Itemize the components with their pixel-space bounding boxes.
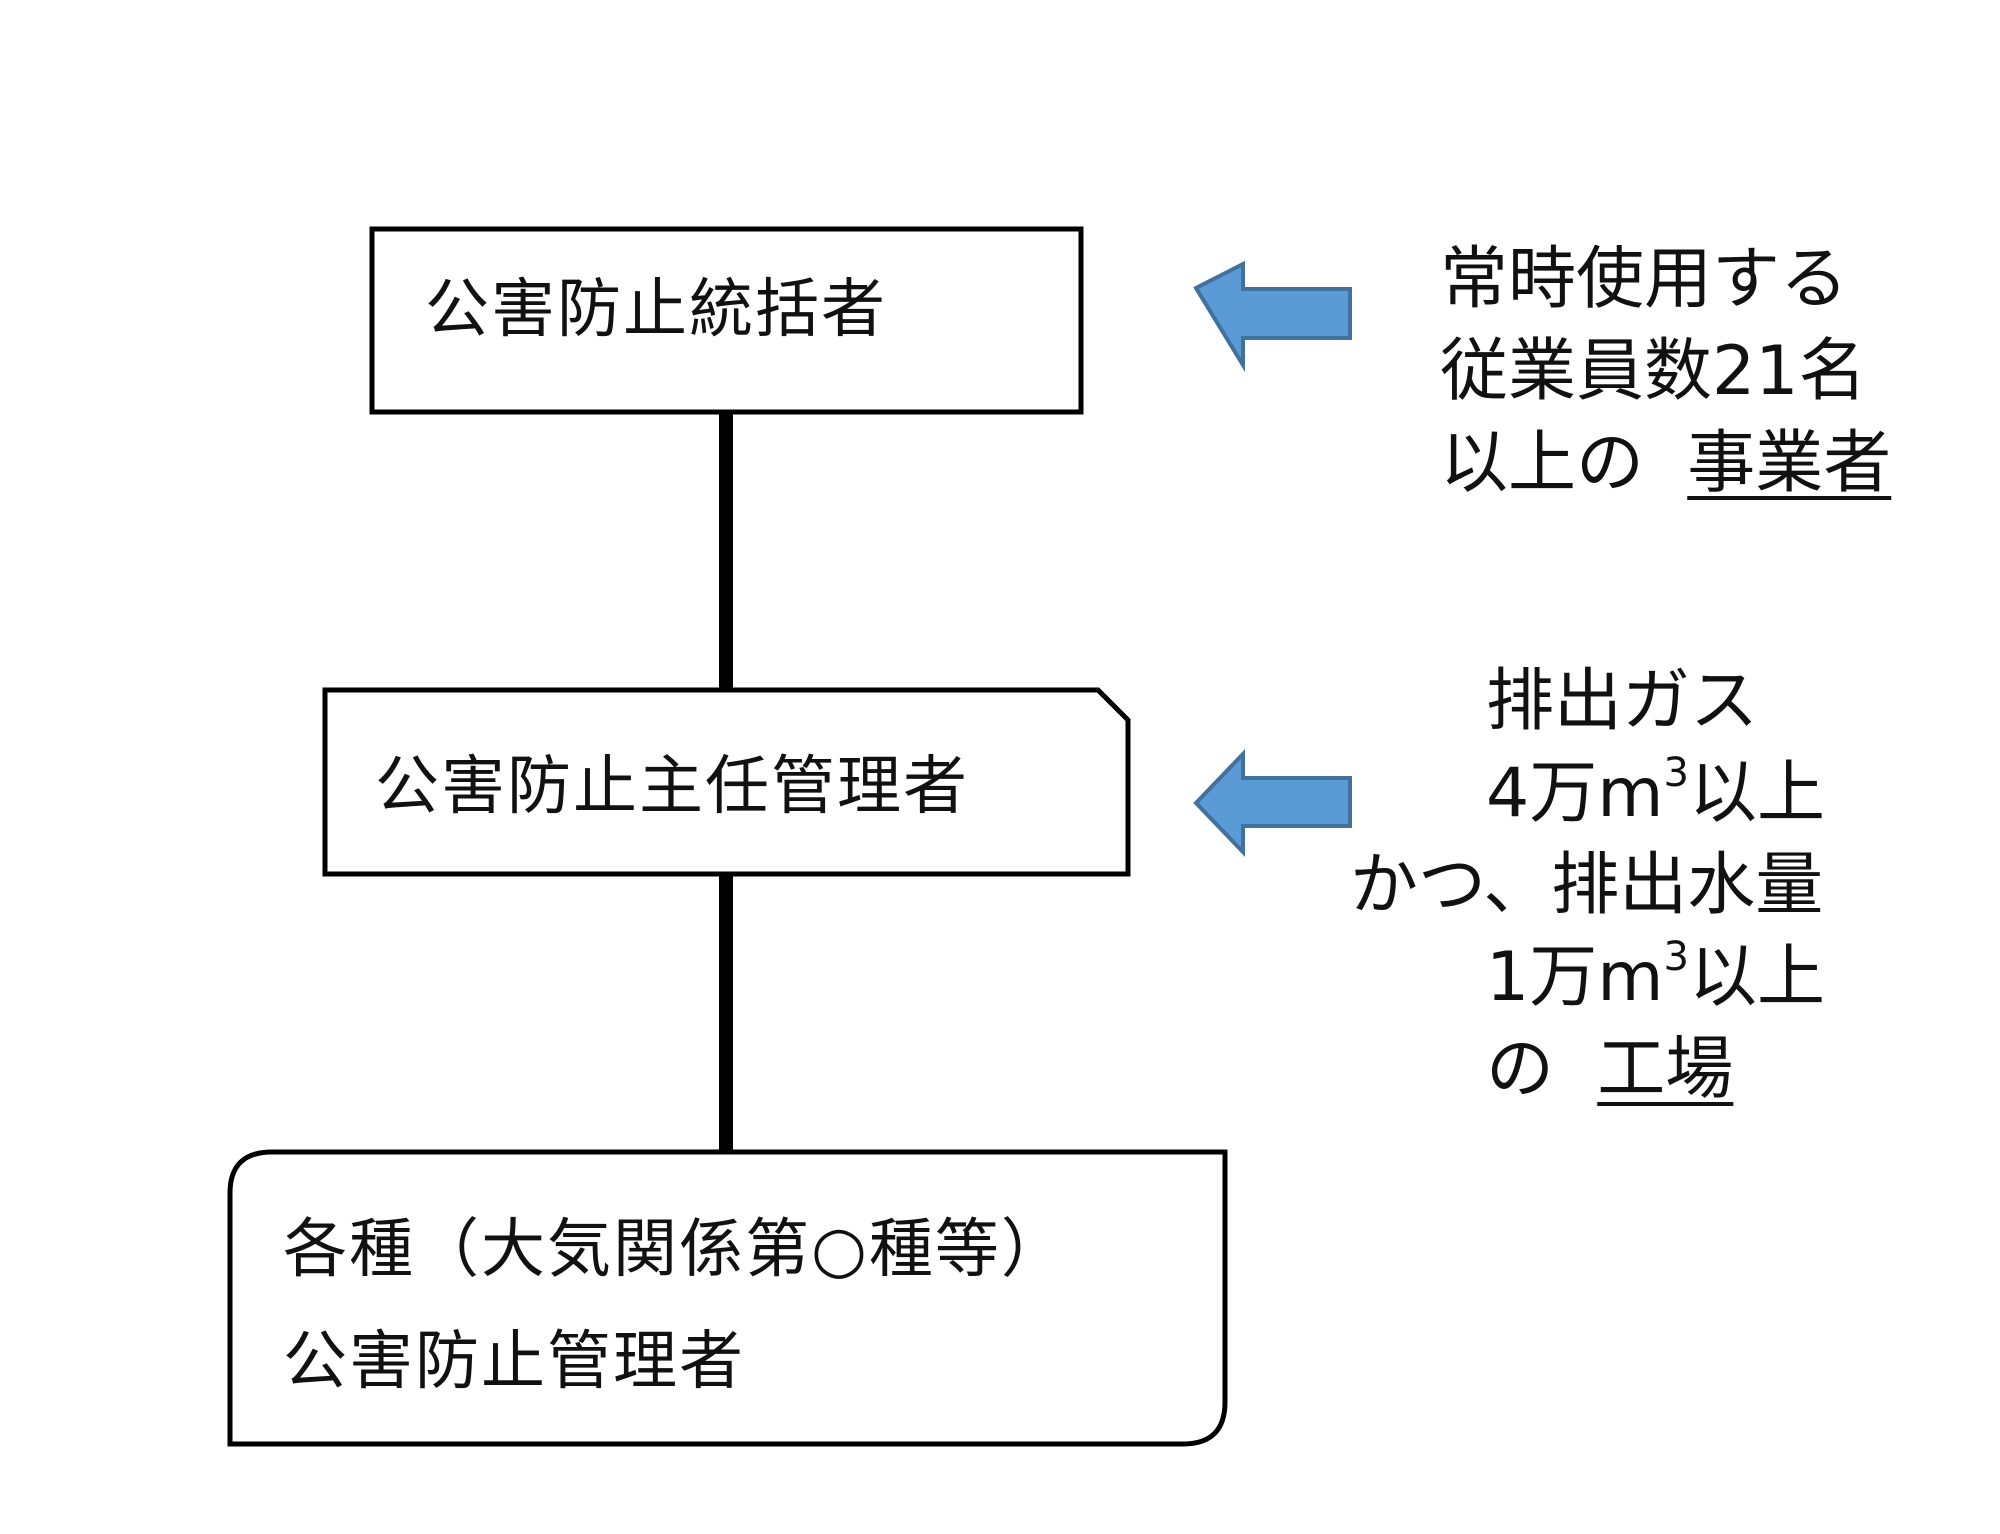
top-condition-emphasis: 事業者 [1687, 424, 1892, 503]
middle-condition-prefix: の [1486, 1030, 1555, 1109]
middle-condition-line2: 4万m3以上 [1350, 746, 1825, 838]
top-condition-text: 常時使用する 従業員数21名 以上の 事業者 [1440, 232, 1891, 508]
middle-condition-line4-a: 1万m [1486, 938, 1664, 1017]
middle-condition-line4-sup: 3 [1663, 934, 1689, 980]
middle-box [322, 687, 1131, 877]
left-arrow-icon [1193, 749, 1352, 857]
middle-condition-line2-a: 4万m [1486, 754, 1664, 833]
middle-condition-line4-b: 以上 [1688, 938, 1825, 1017]
middle-condition-emphasis: 工場 [1597, 1030, 1734, 1109]
bottom-box-label-line2: 公害防止管理者 [283, 1325, 745, 1399]
bottom-box-label-line1: 各種（大気関係第○種等） [283, 1213, 1067, 1287]
middle-box-label: 公害防止主任管理者 [375, 750, 969, 824]
middle-condition-line2-b: 以上 [1688, 754, 1825, 833]
top-condition-prefix: 以上の [1440, 424, 1645, 503]
top-condition-line2: 従業員数21名 [1440, 332, 1867, 411]
middle-condition-line2-sup: 3 [1663, 750, 1689, 796]
top-condition-line1: 常時使用する [1440, 240, 1849, 319]
middle-condition-line3: かつ、排出水量 [1350, 846, 1824, 925]
middle-condition-line5: の 工場 [1350, 1022, 1825, 1114]
left-arrow-icon [1193, 260, 1352, 373]
middle-condition-line1: 排出ガス [1486, 662, 1759, 741]
top-box-label: 公害防止統括者 [425, 273, 887, 347]
top-box [369, 226, 1084, 415]
top-condition-line3: 以上の 事業者 [1440, 416, 1891, 508]
bottom-box [227, 1149, 1228, 1447]
middle-condition-line4: 1万m3以上 [1350, 930, 1825, 1022]
middle-condition-text: 排出ガス 4万m3以上 かつ、排出水量 1万m3以上 の 工場 [1350, 654, 1825, 1114]
